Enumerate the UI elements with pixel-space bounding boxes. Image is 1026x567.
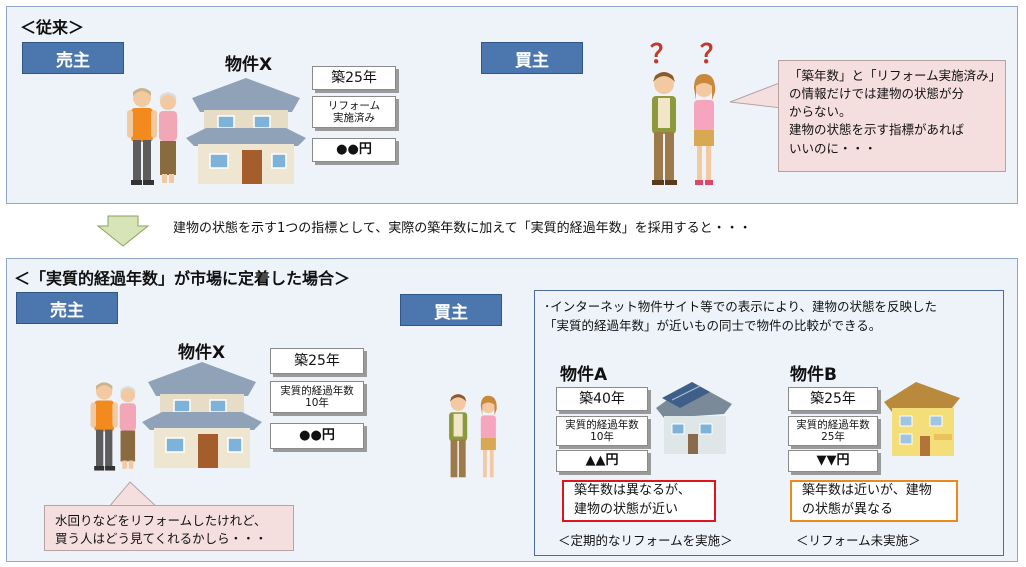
property-b-title: 物件B (790, 365, 837, 385)
buyer-couple-illustration-bottom (449, 394, 497, 478)
info-line: ･インターネット物件サイト等での表示により、建物の状態を反映した (544, 299, 938, 314)
old-woman-figure (119, 386, 136, 469)
property-a-title: 物件A (560, 365, 608, 385)
tag-age-bottom: 築25年 (270, 348, 364, 374)
tag-effective-line2: 25年 (821, 431, 845, 443)
tag-reform-line2: 実施済み (333, 112, 375, 124)
seller-couple-illustration (127, 88, 177, 185)
tag-price-top: ●●円 (312, 138, 396, 162)
bubble-line: の情報だけでは建物の状態が分 (789, 86, 965, 102)
question-mark-left: ？ (650, 40, 677, 70)
tag-effective-line1: 実質的経過年数 (565, 418, 639, 431)
bubble-line: 建物の状態を示す指標があれば (789, 122, 965, 138)
tag-effective-bottom: 実質的経過年数 10年 (270, 381, 364, 413)
info-line: 「実質的経過年数」が近いもの同士で物件の比較ができる。 (544, 317, 882, 333)
down-arrow-icon (96, 215, 150, 247)
buyer-label: 買主 (481, 42, 583, 74)
young-woman-figure (480, 395, 497, 478)
property-b-note: 築年数は近いが、建物 の状態が異なる (790, 480, 958, 522)
house-x-illustration (186, 78, 306, 184)
old-man-figure (90, 382, 118, 471)
bubble-line: 「築年数」と「リフォーム実施済み」 (789, 68, 1002, 83)
old-man-figure (127, 88, 157, 185)
young-woman-figure (694, 74, 716, 185)
bubble-line: いいのに・・・ (789, 140, 877, 156)
seller-label: 売主 (22, 42, 124, 74)
tag-reform-top: リフォーム 実施済み (312, 96, 396, 128)
adoption-heading: ＜「実質的経過年数」が市場に定着した場合＞ (14, 269, 351, 288)
buyer-couple-illustration (652, 72, 716, 185)
seller-couple-illustration-bottom (90, 382, 136, 471)
note-line: 築年数は異なるが、 (574, 483, 691, 499)
property-a-note: 築年数は異なるが、 建物の状態が近い (562, 480, 716, 522)
property-b-caption: ＜リフォーム未実施＞ (796, 533, 921, 548)
note-line: 築年数は近いが、建物 (802, 483, 932, 499)
property-x-title-bottom: 物件X (178, 343, 226, 363)
transition-text: 建物の状態を示す1つの指標として、実際の築年数に加えて「実質的経過年数」を採用す… (173, 221, 752, 236)
property-a-tag-age: 築40年 (556, 387, 648, 411)
property-a-tag-price: ▲▲円 (556, 450, 648, 472)
tag-age-top: 築25年 (312, 66, 396, 90)
tag-reform-line1: リフォーム (327, 99, 381, 112)
property-b-tag-price: ▼▼円 (788, 450, 878, 472)
house-x-illustration-bottom (142, 362, 262, 468)
note-line: の状態が異なる (802, 502, 894, 517)
tag-effective-line2: 10年 (305, 397, 329, 409)
house-a-illustration (656, 382, 732, 454)
property-b-tag-age: 築25年 (788, 387, 878, 411)
bubble-tail-top (729, 81, 783, 109)
property-a-caption: ＜定期的なリフォームを実施＞ (558, 533, 733, 548)
property-a-tag-effective: 実質的経過年数 10年 (556, 416, 648, 446)
conventional-heading: ＜従来＞ (20, 18, 85, 37)
young-man-figure (652, 72, 677, 185)
seller-label-bottom: 売主 (16, 292, 118, 324)
bubble-line: からない。 (789, 104, 852, 120)
old-woman-figure (159, 92, 177, 183)
tag-price-bottom: ●●円 (270, 423, 364, 449)
buyer-speech-bubble: 「築年数」と「リフォーム実施済み」 の情報だけでは建物の状態が分 からない。 建… (778, 60, 1006, 172)
comparison-info: ･インターネット物件サイト等での表示により、建物の状態を反映した 「実質的経過年… (544, 298, 1000, 336)
house-b-illustration (884, 382, 960, 456)
tag-effective-line1: 実質的経過年数 (280, 384, 354, 397)
tag-effective-line1: 実質的経過年数 (796, 418, 870, 431)
buyer-label-bottom: 買主 (400, 294, 502, 326)
seller-speech-bubble: 水回りなどをリフォームしたけれど、 買う人はどう見てくれるかしら・・・ (44, 505, 294, 551)
note-line: 建物の状態が近い (574, 502, 679, 517)
young-man-figure (449, 394, 468, 478)
property-x-title: 物件X (225, 55, 273, 75)
bubble-line: 買う人はどう見てくれるかしら・・・ (55, 531, 268, 547)
bubble-line: 水回りなどをリフォームしたけれど、 (55, 513, 267, 528)
tag-effective-line2: 10年 (590, 431, 614, 443)
property-b-tag-effective: 実質的経過年数 25年 (788, 416, 878, 446)
question-mark-right: ？ (700, 40, 727, 70)
